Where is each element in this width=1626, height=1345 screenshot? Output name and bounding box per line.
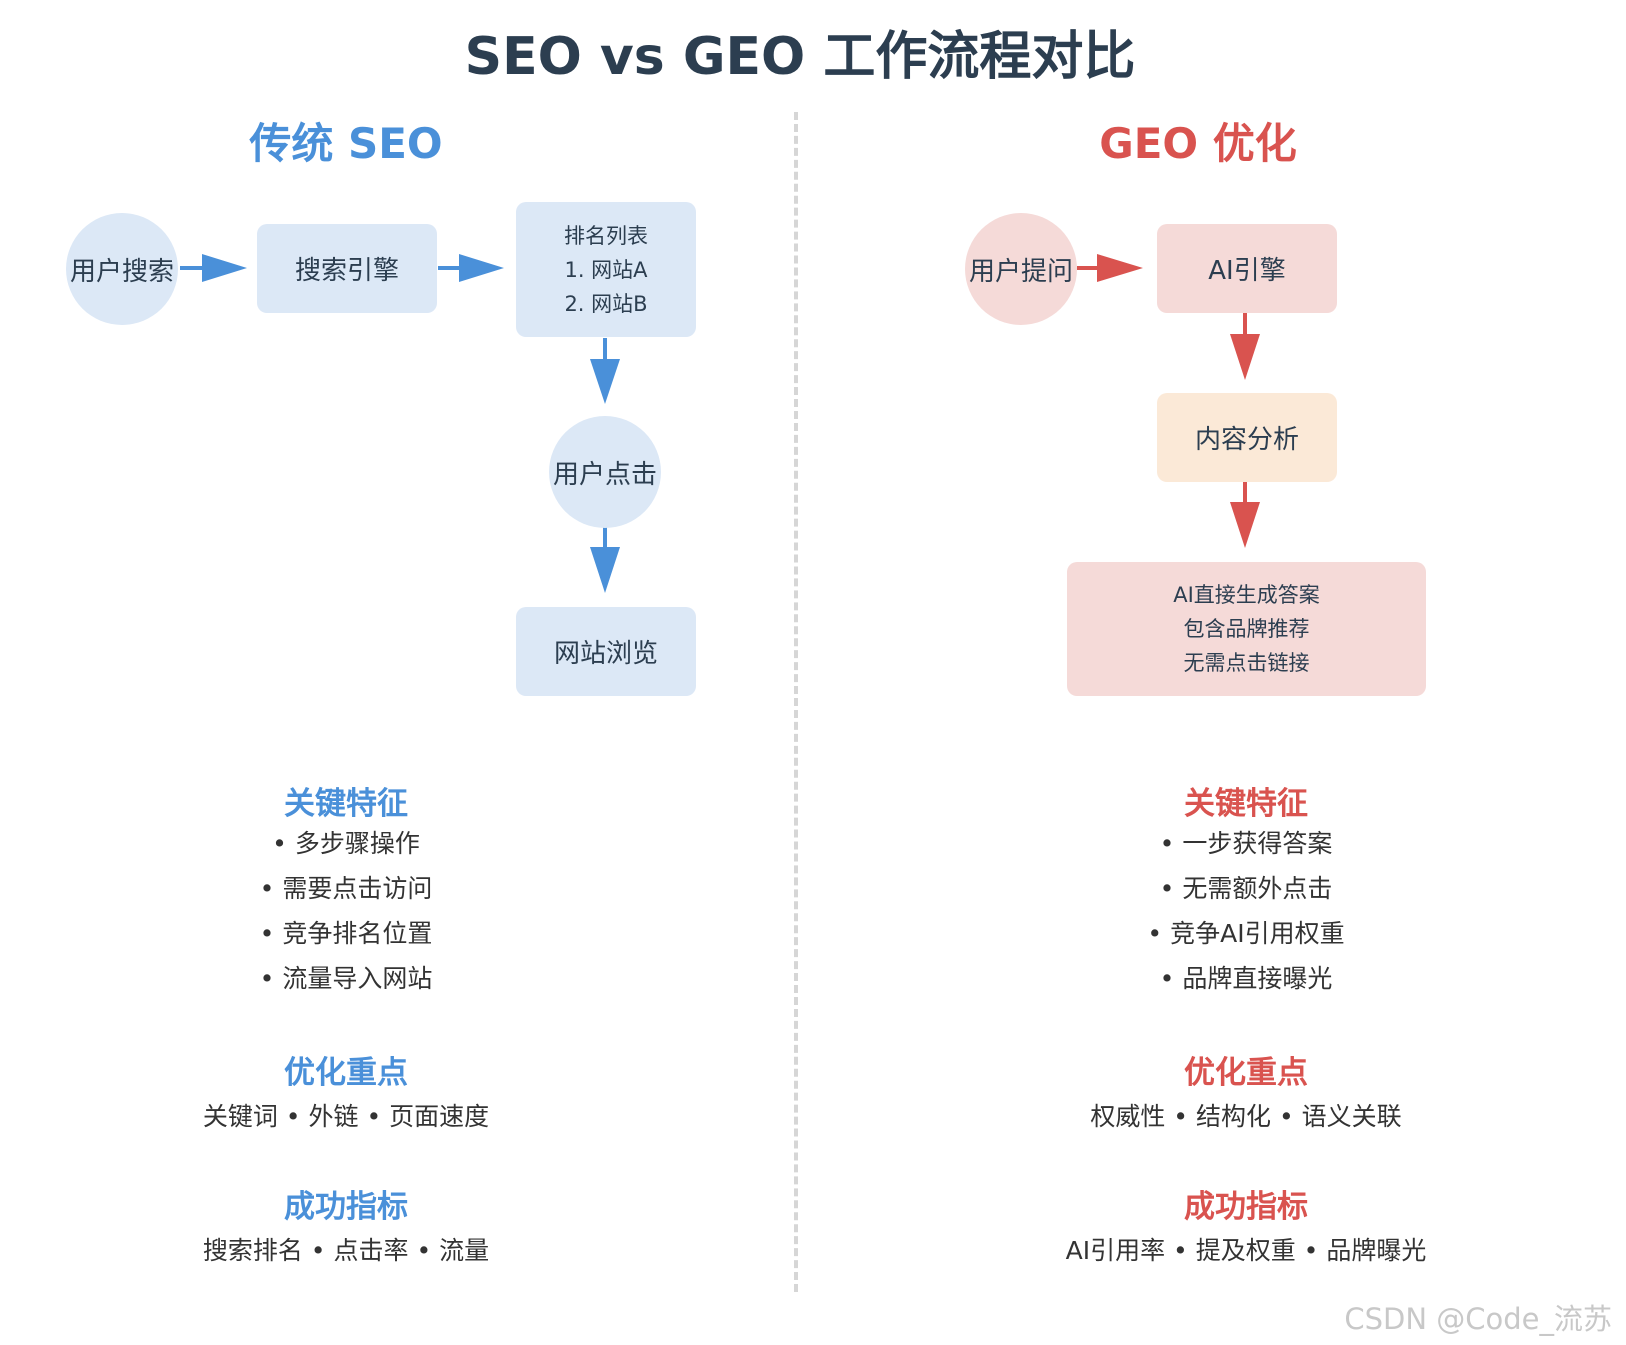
ranking-list-title: 排名列表	[564, 223, 648, 248]
geo-arrow-ai-to-analysis	[1230, 313, 1260, 380]
seo-metrics-heading: 成功指标	[284, 1189, 408, 1225]
list-item: • 竞争排名位置	[259, 919, 433, 948]
ranking-item-a: 1. 网站A	[564, 257, 648, 282]
geo-arrow-analysis-to-answer	[1230, 482, 1260, 548]
list-item: • 品牌直接曝光	[1159, 964, 1333, 993]
ranking-item-b: 2. 网站B	[564, 291, 648, 316]
seo-arrow-ranking-to-click	[590, 338, 620, 404]
geo-metrics-heading: 成功指标	[1184, 1189, 1308, 1225]
ai-answer-line-2: 包含品牌推荐	[1183, 617, 1310, 641]
ai-answer-line-1: AI直接生成答案	[1173, 583, 1320, 607]
seo-arrow-search-to-engine	[180, 254, 247, 282]
list-item: • 竞争AI引用权重	[1147, 919, 1345, 948]
page-title: SEO vs GEO 工作流程对比	[464, 27, 1136, 87]
node-user-ask: 用户提问	[965, 213, 1077, 325]
geo-features-heading: 关键特征	[1184, 786, 1308, 822]
node-content-analysis: 内容分析	[1157, 393, 1337, 482]
node-site-browse: 网站浏览	[516, 607, 696, 696]
geo-metrics-text: AI引用率 • 提及权重 • 品牌曝光	[1065, 1236, 1427, 1265]
column-divider	[794, 112, 798, 1292]
seo-focus-text: 关键词 • 外链 • 页面速度	[202, 1102, 490, 1131]
seo-arrow-engine-to-ranking	[438, 254, 504, 282]
node-ai-answer: AI直接生成答案 包含品牌推荐 无需点击链接	[1067, 562, 1426, 696]
seo-focus-heading: 优化重点	[284, 1055, 408, 1091]
list-item: • 需要点击访问	[259, 874, 433, 903]
node-ai-engine: AI引擎	[1157, 224, 1337, 313]
geo-arrow-ask-to-ai	[1077, 254, 1143, 282]
seo-column-title: 传统 SEO	[249, 119, 443, 168]
seo-arrow-click-to-browse	[590, 527, 620, 593]
geo-features-list: • 一步获得答案 • 无需额外点击 • 竞争AI引用权重 • 品牌直接曝光	[996, 821, 1496, 1001]
watermark: CSDN @Code_流苏	[1344, 1302, 1612, 1336]
seo-metrics-text: 搜索排名 • 点击率 • 流量	[202, 1236, 490, 1265]
geo-focus-text: 权威性 • 结构化 • 语义关联	[1090, 1102, 1402, 1131]
ai-answer-line-3: 无需点击链接	[1183, 651, 1310, 675]
list-item: • 多步骤操作	[272, 829, 420, 858]
geo-column-title: GEO 优化	[1099, 119, 1297, 168]
seo-features-heading: 关键特征	[284, 786, 408, 822]
node-search-engine: 搜索引擎	[257, 224, 437, 313]
geo-focus-heading: 优化重点	[1184, 1055, 1308, 1091]
list-item: • 一步获得答案	[1159, 829, 1333, 858]
node-user-search: 用户搜索	[66, 213, 178, 325]
node-user-click: 用户点击	[549, 416, 661, 528]
node-ranking-list: 排名列表 1. 网站A 2. 网站B	[516, 202, 696, 337]
list-item: • 无需额外点击	[1159, 874, 1333, 903]
seo-features-list: • 多步骤操作 • 需要点击访问 • 竞争排名位置 • 流量导入网站	[96, 821, 596, 1001]
list-item: • 流量导入网站	[259, 964, 433, 993]
